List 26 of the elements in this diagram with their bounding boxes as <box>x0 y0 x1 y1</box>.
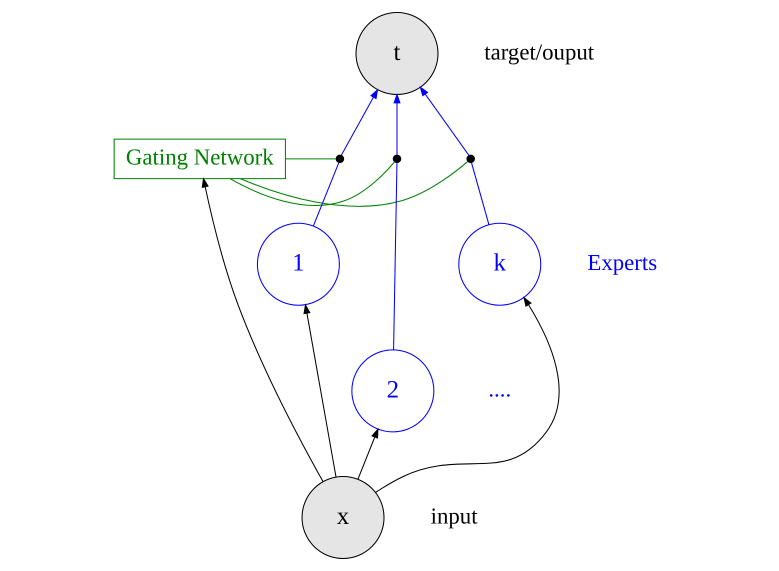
connector <box>392 163 397 350</box>
arrow <box>418 86 469 156</box>
node-circle <box>335 154 344 164</box>
node-circle <box>392 154 401 164</box>
arrow <box>357 428 378 480</box>
node-box: Gating Network <box>113 138 286 180</box>
arrow <box>302 303 336 478</box>
label: .... <box>488 376 511 402</box>
arrow <box>340 88 378 156</box>
node-circle: k <box>458 222 541 306</box>
connector <box>284 158 336 160</box>
arrow <box>201 177 323 482</box>
connector <box>470 162 489 225</box>
node-circle: t <box>354 12 438 96</box>
node-circle: x <box>301 476 384 560</box>
arrow <box>392 93 400 155</box>
label: target/ouput <box>484 39 594 64</box>
arrow <box>375 296 560 493</box>
node-circle: 1 <box>256 222 340 306</box>
connector <box>240 161 468 207</box>
label: Experts <box>586 250 657 276</box>
connector <box>229 162 394 206</box>
node-circle <box>466 154 474 164</box>
connector <box>312 162 339 226</box>
node-circle: 2 <box>350 349 434 432</box>
label: input <box>430 503 478 528</box>
